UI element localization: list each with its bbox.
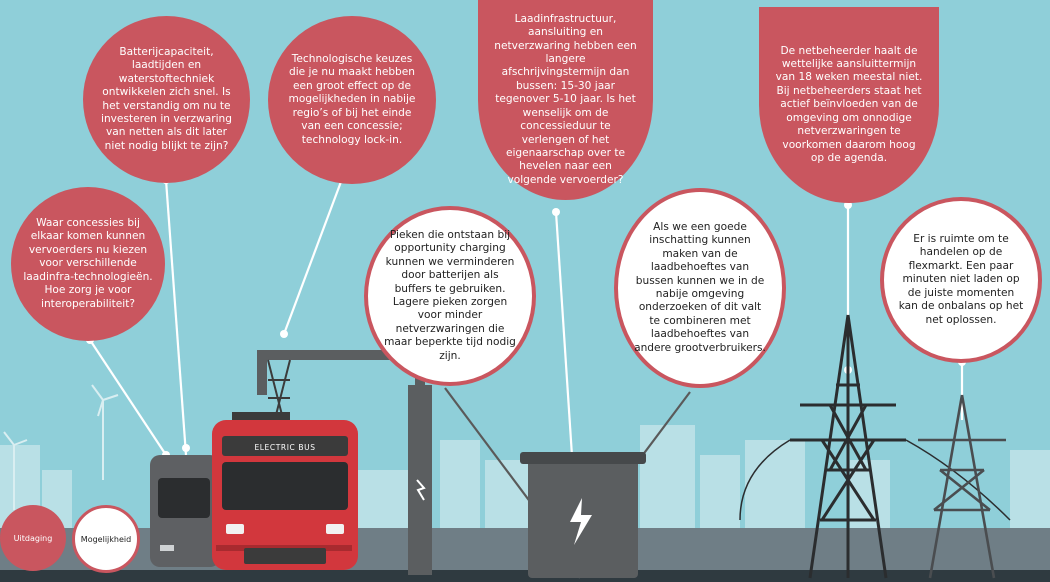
bubble-text: Waar concessies bij elkaar komen kunnen … [23, 217, 153, 310]
opportunity-bubble-demand: Als we een goede inschatting kunnen make… [614, 188, 786, 388]
challenge-bubble-grid-operator: De netbeheerder haalt de wettelijke aans… [759, 7, 939, 203]
transformer-icon [520, 452, 646, 578]
bubble-text: Als we een goede inschatting kunnen make… [634, 220, 766, 354]
bubble-text: De netbeheerder haalt de wettelijke aans… [775, 44, 923, 164]
bubble-text: Batterijcapaciteit, laadtijden en waters… [101, 45, 232, 152]
bus-icon: ELECTRIC BUS [212, 412, 358, 570]
legend-challenge: Uitdaging [0, 505, 66, 571]
challenge-bubble-infrastructure: Laadinfrastructuur, aansluiting en netve… [478, 0, 653, 200]
opportunity-bubble-flexmarket: Er is ruimte om te handelen op de flexma… [880, 197, 1042, 363]
bus-sign: ELECTRIC BUS [254, 443, 315, 452]
challenge-bubble-lock-in: Technologische keuzes die je nu maakt he… [268, 16, 436, 184]
challenge-bubble-battery: Batterijcapaciteit, laadtijden en waters… [83, 16, 250, 183]
legend-opportunity: Mogelijkheid [72, 505, 140, 573]
power-pylon-icon-2 [918, 394, 1006, 579]
legend-challenge-label: Uitdaging [13, 533, 53, 543]
lightning-icon [570, 498, 592, 545]
bubble-text: Pieken die ontstaan bij opportunity char… [384, 228, 516, 362]
power-pylon-icon [739, 314, 1011, 579]
challenge-bubble-interoperability: Waar concessies bij elkaar komen kunnen … [11, 187, 165, 341]
road [0, 570, 1050, 582]
opportunity-bubble-peaks: Pieken die ontstaan bij opportunity char… [364, 206, 536, 386]
bubble-text: Laadinfrastructuur, aansluiting en netve… [494, 12, 637, 186]
bubble-text: Er is ruimte om te handelen op de flexma… [898, 233, 1024, 326]
legend-opportunity-label: Mogelijkheid [80, 534, 132, 544]
lightning-icon [416, 479, 426, 501]
bus-grey-icon [150, 455, 220, 567]
wind-turbine-icon [3, 384, 119, 510]
bubble-text: Technologische keuzes die je nu maakt he… [288, 53, 416, 146]
